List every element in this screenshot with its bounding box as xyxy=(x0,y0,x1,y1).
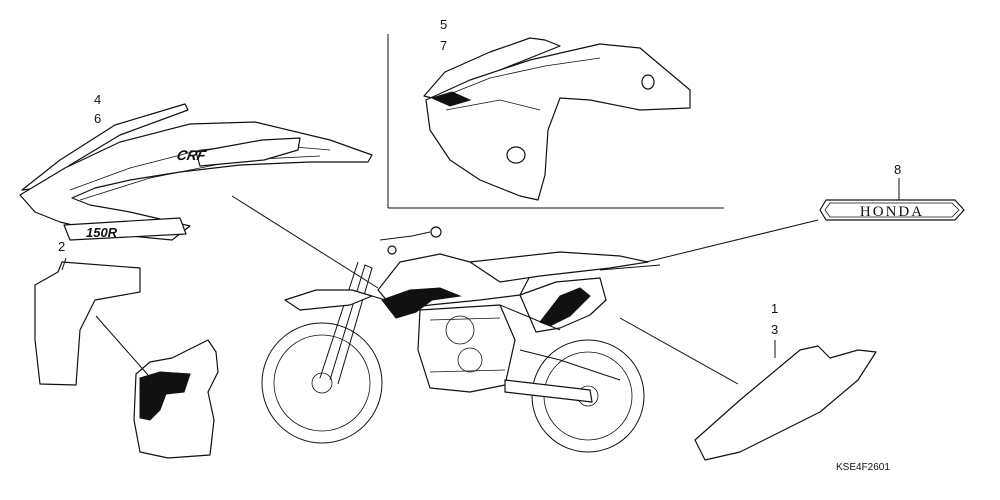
callout-8: 8 xyxy=(894,162,901,177)
callout-6: 6 xyxy=(94,111,101,126)
callouts: 4 6 5 7 8 2 1 3 xyxy=(58,17,901,337)
diagram-code: KSE4F2601 xyxy=(836,462,890,473)
callout-1: 1 xyxy=(771,301,778,316)
honda-emblem: HONDA xyxy=(819,199,965,221)
callout-2: 2 xyxy=(58,239,65,254)
shroud-decal-inset xyxy=(423,37,691,201)
callout-5: 5 xyxy=(440,17,447,32)
callout-4: 4 xyxy=(94,92,101,107)
inset-frame xyxy=(387,34,724,209)
number-plate-decal xyxy=(34,261,219,459)
callout-7: 7 xyxy=(440,38,447,53)
shroud-decal-crf: CRF 150R xyxy=(19,103,373,241)
callout-3: 3 xyxy=(771,322,778,337)
decal-150r-lettering: 150R xyxy=(86,225,118,240)
decal-crf-lettering: CRF xyxy=(175,147,207,163)
honda-lettering: HONDA xyxy=(860,204,924,220)
side-cover-decal xyxy=(694,345,877,461)
motorcycle xyxy=(261,226,661,453)
leader-lines xyxy=(61,178,900,385)
